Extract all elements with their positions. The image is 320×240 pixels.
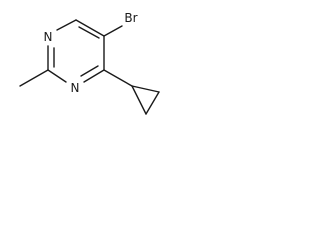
bond-n3-c2	[47, 69, 67, 83]
bond-c4-n3	[83, 69, 105, 83]
atom-label-br: Br	[124, 11, 137, 25]
bond-c4-n3-double	[80, 65, 99, 77]
bond-c6-c5-double	[78, 26, 100, 39]
cyclopropyl-bond-b	[131, 85, 160, 93]
bond-c6-c5	[75, 19, 105, 37]
structure-diagram: Br N N	[19, 11, 160, 115]
atom-label-n1: N	[44, 30, 53, 44]
cyclopropyl-bond-a	[131, 85, 147, 115]
bond-n1-c6	[56, 19, 77, 31]
atom-label-n3: N	[71, 81, 80, 95]
bond-c2-methyl	[19, 69, 49, 87]
bond-c4-cyclopropyl	[103, 69, 133, 87]
cyclopropyl-bond-c	[145, 91, 160, 115]
bond-c5-br	[103, 25, 123, 37]
